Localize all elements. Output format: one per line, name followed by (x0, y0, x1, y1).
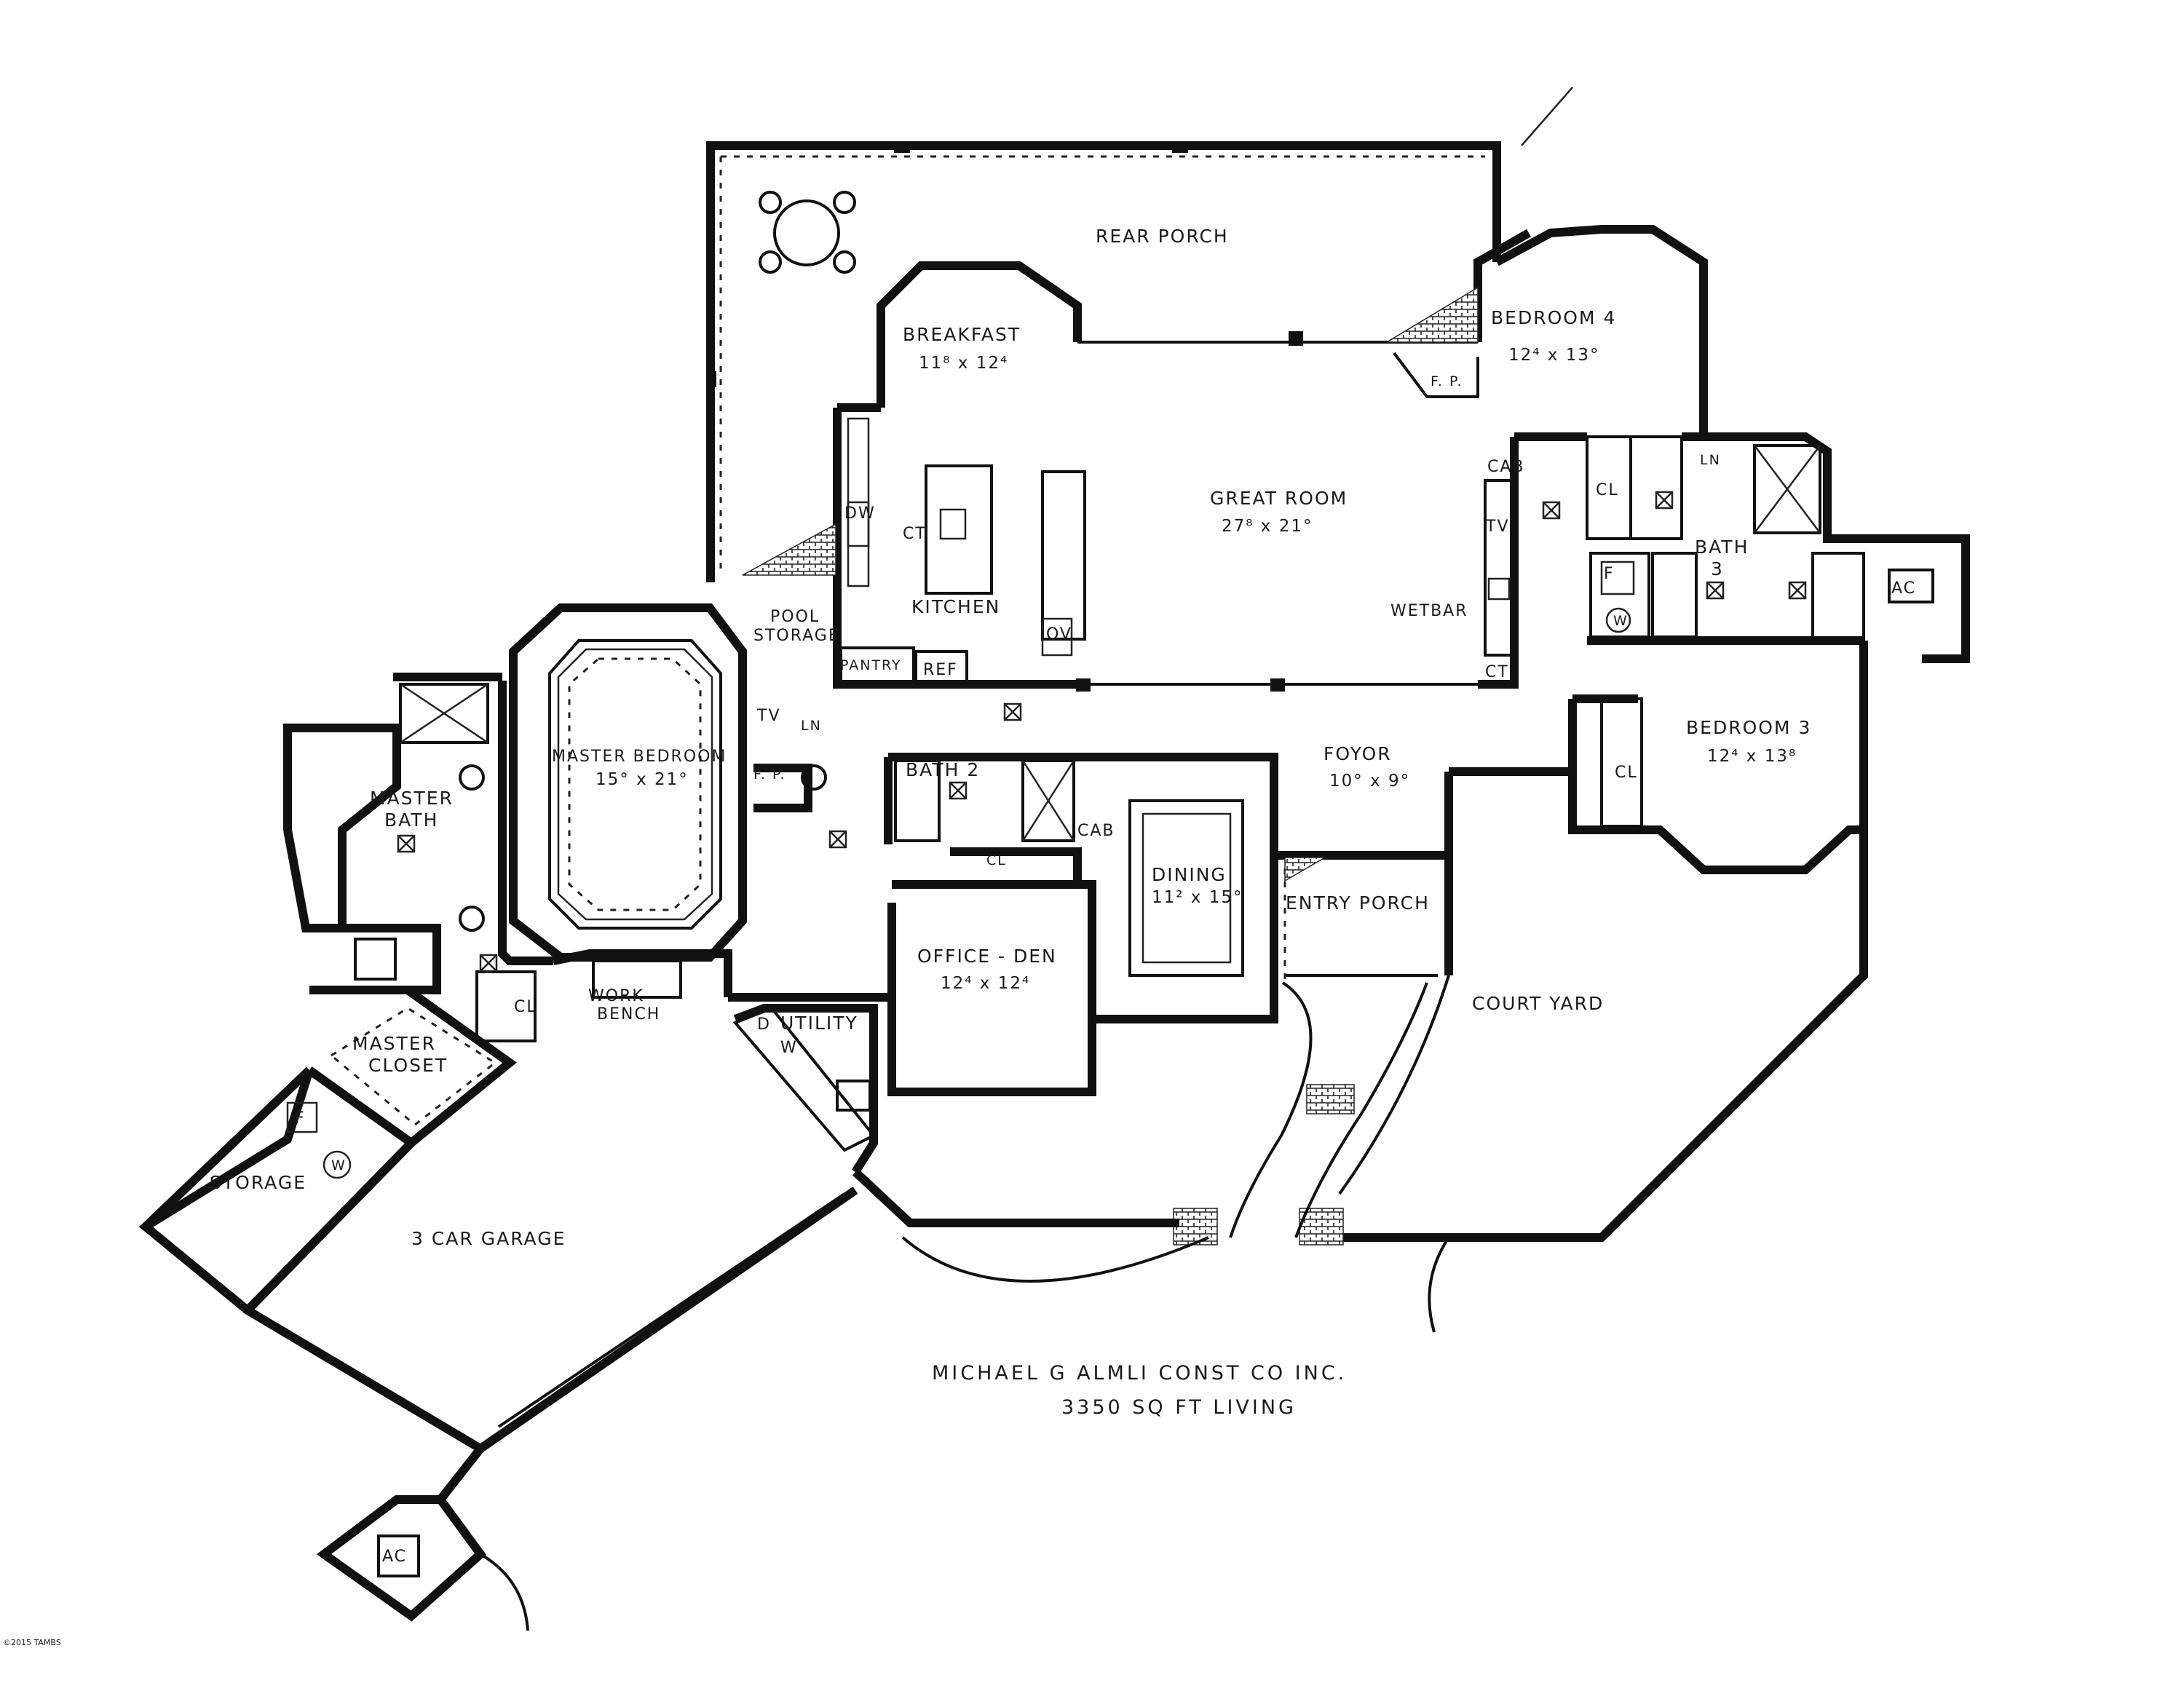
master-bedroom-label: MASTER BEDROOM (552, 748, 727, 766)
foyer-label: FOYOR (1324, 743, 1392, 764)
refrigerator-label: REF (923, 661, 958, 679)
master-closet-cl-label: CL (514, 998, 537, 1016)
work-bench-label-2: BENCH (597, 1005, 660, 1023)
master-bath-label-2: BATH (384, 809, 438, 831)
great-room-ct-label: CT (1485, 663, 1509, 681)
great-room-dim: 27⁸ x 21° (1222, 517, 1313, 536)
caption: MICHAEL G ALMLI CONST CO INC. 3350 SQ FT… (932, 1362, 1347, 1419)
great-room-fireplace (1385, 286, 1479, 398)
master-tv-label: TV (756, 707, 781, 725)
bath2-closet-label: CL (986, 852, 1007, 868)
ac-pad-right (1864, 534, 1970, 663)
foyer-dim: 10° x 9° (1329, 772, 1410, 791)
oven-label: OV (1046, 625, 1072, 643)
storage-label: STORAGE (210, 1172, 306, 1193)
bath3-w-label: W (1613, 613, 1629, 629)
master-fireplace (753, 764, 827, 812)
bath3-label: BATH (1695, 536, 1749, 558)
court-yard-walls (1173, 641, 1868, 1246)
wetbar-label: WETBAR (1390, 602, 1468, 620)
kitchen-ct-label: CT (903, 525, 927, 543)
bedroom3-label: BEDROOM 3 (1686, 717, 1811, 738)
master-bath-label-1: MASTER (370, 788, 454, 809)
ac-pad-left (316, 1495, 529, 1631)
breakfast-dim: 11⁸ x 12⁴ (919, 354, 1008, 373)
great-room-walls (833, 229, 1531, 692)
ac-right-label: AC (1891, 579, 1916, 598)
dryer-label: D (757, 1015, 771, 1034)
dining-walls (1077, 753, 1278, 1023)
ac-left-label: AC (382, 1548, 407, 1566)
pantry-label: PANTRY (840, 657, 902, 673)
utility-label: UTILITY (780, 1013, 858, 1034)
entry-porch-label: ENTRY PORCH (1286, 892, 1430, 914)
bath3-number: 3 (1711, 558, 1724, 579)
work-bench-label-1: WORK (588, 987, 644, 1005)
great-room-tv-label: TV (1485, 518, 1510, 536)
wetbar-counter (1484, 479, 1514, 657)
master-bedroom-dim: 15° x 21° (596, 770, 689, 789)
bedroom4-closet-label: CL (1596, 481, 1619, 499)
linen-label: LN (801, 718, 822, 734)
bath2-walls (884, 753, 1082, 884)
master-closet-walls (306, 970, 537, 1149)
fixture-labels: CT DW PANTRY REF OV WETBAR TV CAB F. P. … (295, 373, 1916, 1566)
bath3-walls (1587, 432, 1865, 645)
door-swings (901, 87, 1573, 1333)
bath3-f-label: F (1604, 565, 1615, 583)
garage-label: 3 CAR GARAGE (411, 1228, 566, 1249)
bedroom4-dim: 12⁴ x 13° (1508, 346, 1600, 365)
appliance-circles (286, 561, 1635, 1179)
dining-label: DINING (1152, 864, 1227, 885)
office-den-dim: 12⁴ x 12⁴ (941, 974, 1030, 993)
bedroom3-dim: 12⁴ x 13⁸ (1707, 747, 1797, 766)
office-den-walls (887, 880, 1096, 1096)
office-den-label: OFFICE - DEN (917, 946, 1057, 967)
kitchen-fireplace-hatch (742, 523, 836, 576)
rear-porch-outline (706, 141, 1501, 582)
bedroom4-label: BEDROOM 4 (1491, 307, 1616, 328)
garage-walls (138, 949, 1179, 1502)
breakfast-label: BREAKFAST (903, 324, 1021, 345)
kitchen-counters (839, 417, 1086, 686)
area-caption: 3350 SQ FT LIVING (1061, 1396, 1297, 1419)
great-room-fireplace-label: F. P. (1431, 373, 1463, 389)
pool-storage-label-2: STORAGE (753, 627, 840, 645)
great-room-label: GREAT ROOM (1210, 488, 1348, 509)
work-bench-and-utility (732, 1004, 878, 1175)
room-labels: REAR PORCH BREAKFAST 11⁸ x 12⁴ GREAT ROO… (210, 226, 1811, 1249)
dining-dim: 11² x 15° (1152, 888, 1243, 907)
dining-cab-label: CAB (1077, 822, 1115, 840)
storage-f-label: F (295, 1109, 306, 1128)
ceiling-fixture-markers (397, 491, 1807, 973)
entry-porch-walls (1229, 851, 1449, 1238)
master-closet-label-2: CLOSET (368, 1055, 448, 1076)
kitchen-label: KITCHEN (911, 596, 1000, 617)
builder-caption: MICHAEL G ALMLI CONST CO INC. (932, 1362, 1347, 1385)
court-yard-label: COURT YARD (1472, 993, 1604, 1014)
bedroom3-closet-label: CL (1615, 764, 1638, 782)
patio-table (759, 191, 856, 274)
bath2-label: BATH 2 (906, 759, 980, 780)
great-room-cab-label: CAB (1487, 458, 1525, 476)
master-closet-label-1: MASTER (352, 1033, 436, 1054)
bath3-linen-label: LN (1700, 452, 1721, 468)
master-fireplace-label: F. P. (753, 767, 786, 783)
rear-porch-label: REAR PORCH (1096, 226, 1229, 247)
watermark: ©2015 TAMBS (3, 1638, 61, 1647)
bedroom4-walls (1495, 225, 1805, 540)
pool-storage-label-1: POOL (770, 608, 820, 626)
storage-w-label: W (331, 1157, 347, 1173)
washer-label: W (780, 1039, 798, 1057)
dishwasher-label: DW (844, 504, 876, 523)
